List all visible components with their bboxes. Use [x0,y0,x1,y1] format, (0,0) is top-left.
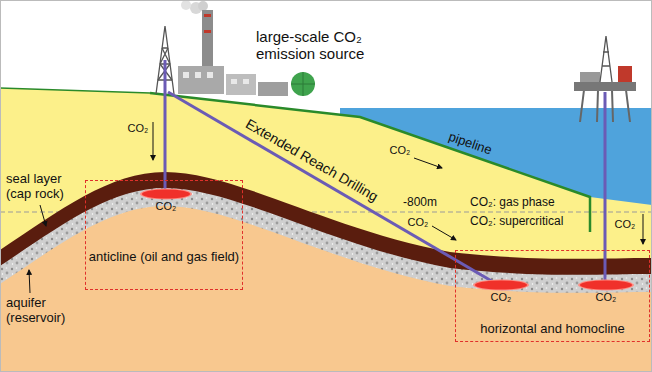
flow-label: CO₂ [390,144,411,157]
plume-halo [578,280,634,291]
plume-label: CO₂ [134,200,198,213]
plume-core [475,281,527,290]
leader-arrow [29,270,30,293]
region-box: anticline (oil and gas field) CO₂ [85,180,243,290]
plume-shape [469,279,533,291]
flow-arrow [153,122,154,160]
co2-plume: CO₂ [469,279,533,309]
region-label: horizontal and homocline [456,321,649,337]
basement-layer [0,206,652,372]
region-label: anticline (oil and gas field) [86,249,242,265]
ground-line [0,88,150,93]
flow-arrow [414,158,442,168]
plume-shape [574,279,638,291]
plume-halo [140,189,192,200]
flow-arrow [432,226,456,240]
injection-well [164,60,167,190]
leader-arrow [40,205,46,226]
phase-label: CO₂: gas phase [470,196,555,210]
plume-core [580,281,632,290]
source-label: large-scale CO₂ emission source [256,28,376,63]
layer-label: seal layer (cap rock) [6,172,81,202]
phase-label: CO₂: supercritical [470,215,563,229]
co2-plume: CO₂ [574,279,638,309]
depth-label: -800m [403,196,437,210]
co2-plume: CO₂ [134,188,198,218]
flow-label: CO₂ [615,218,636,231]
offshore-well [604,92,607,280]
plume-core [142,190,190,199]
plume-shape [134,188,198,200]
flow-label: CO₂ [128,122,149,135]
flow-arrow [643,214,644,244]
plume-halo [473,280,529,291]
flow-label: CO₂ [408,216,429,229]
layer-label: aquifer (reservoir) [6,296,86,326]
region-box: horizontal and homocline CO₂ CO₂ [455,250,650,342]
plume-label: CO₂ [469,291,533,304]
plume-label: CO₂ [574,291,638,304]
